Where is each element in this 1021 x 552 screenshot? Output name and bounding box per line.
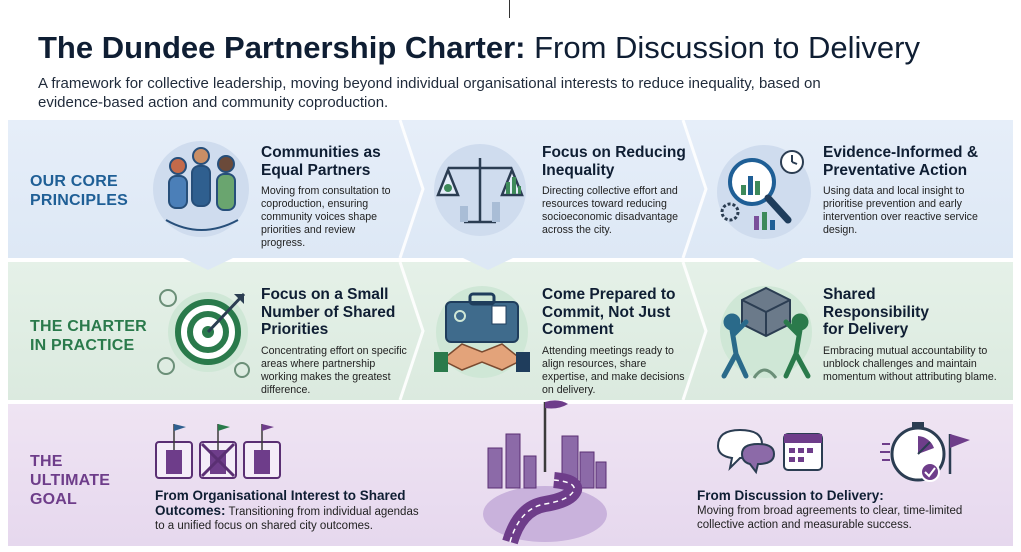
briefcase-handshake-icon [434,286,530,378]
title-rest: From Discussion to Delivery [525,30,920,65]
principle-desc: Directing collective effort and resource… [542,185,679,236]
header: The Dundee Partnership Charter: From Dis… [38,30,998,112]
speech-calendar-icon [716,428,823,475]
community-people-icon [153,141,249,237]
goal-heading: From Discussion to Delivery: [697,488,884,503]
goal-shared-outcomes: From Organisational Interest to Shared O… [155,489,430,533]
chevron-dividers [183,120,803,401]
practice-desc: Concentrating effort on specific areas w… [261,344,407,396]
balance-scale-icon [434,144,526,236]
top-divider-line [509,0,510,18]
goal-discussion-delivery: From Discussion to Delivery: Moving from… [697,489,977,532]
title-bold: The Dundee Partnership Charter: [38,30,526,65]
practice-desc: Attending meetings ready to align resour… [542,344,685,396]
goal-desc: Moving from broad agreements to clear, t… [697,505,963,531]
target-dart-icon [157,289,250,378]
principle-desc: Moving from consultation to coproduction… [261,185,391,249]
principle-card-evidence: Evidence-Informed &Preventative Action U… [823,144,988,237]
principle-heading: Evidence-Informed &Preventative Action [823,144,979,179]
city-road-flag-icon [483,400,607,545]
goal-heading: From Organisational Interest to Shared O… [155,488,406,518]
page-subtitle: A framework for collective leadership, m… [38,75,821,111]
stopwatch-flag-icon [880,422,970,482]
practice-desc: Embracing mutual accountability to unblo… [823,344,997,383]
lifting-box-icon [720,286,812,379]
page-title: The Dundee Partnership Charter: From Dis… [38,30,998,66]
magnifying-glass-chart-icon [717,145,811,239]
buildings-flags-icon [155,424,281,479]
goal-desc: Transitioning from individual agendas to… [155,506,419,532]
principle-desc: Using data and local insight to prioriti… [823,185,978,236]
